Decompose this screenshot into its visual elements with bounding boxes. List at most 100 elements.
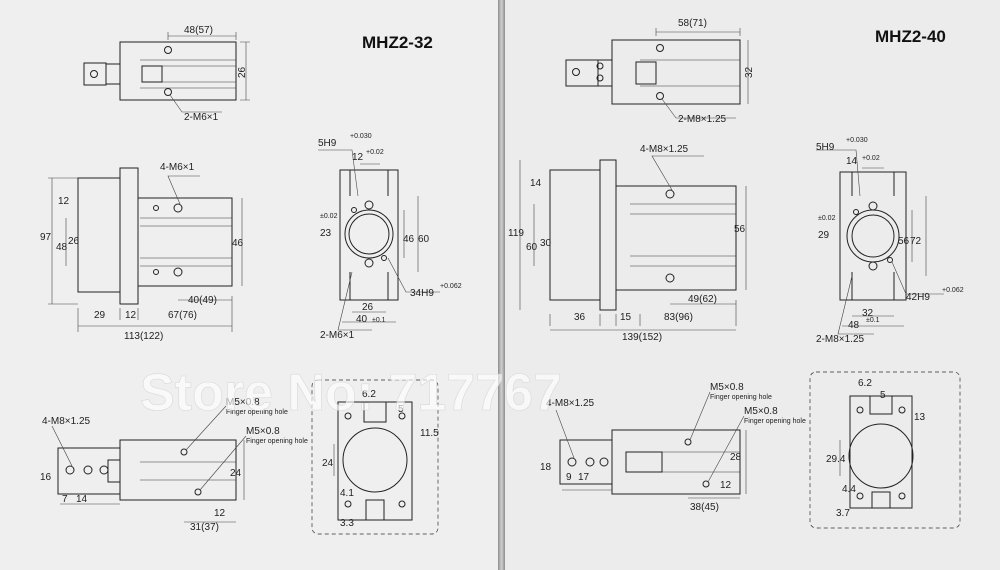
dim-width: 58(71) [678, 18, 707, 29]
model-title: MHZ2-40 [875, 27, 946, 46]
dim-13: 13 [914, 412, 926, 423]
dim-11-5: 11.5 [420, 428, 439, 439]
detail-box: 6.2 5 11.5 24 4.1 3.3 [311, 379, 439, 535]
dim-113: 113(122) [124, 331, 163, 342]
dim-31: 31(37) [190, 522, 219, 533]
dim-12: 12 [214, 508, 226, 519]
port2-label: M5×0.8 [246, 426, 280, 437]
book-gutter [498, 0, 505, 570]
dim-38: 38(45) [690, 502, 719, 513]
bottom-view: 4-M8×1.25 M5×0.8 Finger opening hole M5×… [40, 397, 308, 533]
dim-29-4: 29.4 [826, 454, 846, 465]
side-view: 4-M6×1 97 48 26 12 46 29 12 67(76) 40(49… [40, 162, 244, 342]
bottom-view: 4-M8×1.25 M5×0.8 Finger opening hole M5×… [540, 382, 806, 513]
dim-46: 46 [403, 234, 415, 245]
dim-4-1: 4.1 [340, 488, 354, 499]
port2-note: Finger opening hole [744, 418, 806, 425]
dim-29: 29 [94, 310, 106, 321]
dim-17: 17 [578, 472, 590, 483]
dim-23: 23 [320, 228, 332, 239]
pin-tol: +0.030 [350, 133, 372, 140]
port1-label: M5×0.8 [710, 382, 744, 393]
dim-40: 40(49) [188, 295, 217, 306]
dim-28: 28 [730, 452, 742, 463]
bore-label: 34H9 [410, 288, 434, 299]
dim-12: 12 [58, 196, 70, 207]
pin-label: 5H9 [816, 142, 835, 153]
dim-48: 48 [56, 242, 68, 253]
dim-119: 119 [508, 228, 524, 239]
top-view: 48(57) 26 2-M6×1 [83, 25, 250, 123]
pin-tol: +0.030 [846, 137, 868, 144]
bore-tol: +0.062 [942, 287, 964, 294]
dim-29: 29 [818, 230, 830, 241]
dim-6-2: 6.2 [858, 378, 872, 389]
dim-56: 56 [898, 236, 910, 247]
dim-26: 26 [362, 302, 374, 313]
dim-46: 46 [232, 238, 244, 249]
dim-24: 24 [322, 458, 334, 469]
dim-12: 12 [720, 480, 732, 491]
dim-24: 24 [230, 468, 242, 479]
dim-5: 5 [398, 404, 404, 415]
dim-height: 26 [237, 66, 248, 78]
end-view: 5H9 +0.030 14 +0.02 29 ±0.02 56 72 42H9 … [816, 137, 964, 345]
dim-18: 18 [540, 462, 552, 473]
dim-14-tol: +0.02 [862, 155, 880, 162]
thread-label: 4-M8×1.25 [546, 398, 595, 409]
port2-label: M5×0.8 [744, 406, 778, 417]
port1-label: M5×0.8 [226, 397, 260, 408]
detail-box: 6.2 5 13 29.4 4.4 3.7 [809, 371, 961, 529]
dim-72: 72 [910, 236, 922, 247]
dim-12b: 12 [125, 310, 137, 321]
dim-width: 48(57) [184, 25, 213, 36]
dim-height: 32 [744, 66, 755, 78]
store-watermark: Store No: 717767 [140, 364, 562, 422]
model-title: MHZ2-32 [362, 33, 433, 52]
thread-label: 4-M6×1 [160, 162, 195, 173]
thread-label: 4-M8×1.25 [42, 416, 91, 427]
dim-6-2: 6.2 [362, 389, 376, 400]
dim-60: 60 [418, 234, 430, 245]
thread-label: 4-M8×1.25 [640, 144, 689, 155]
bore-label: 42H9 [906, 292, 930, 303]
dim-139: 139(152) [622, 332, 662, 343]
dim-83: 83(96) [664, 312, 693, 323]
dim-40: 40 [356, 314, 368, 325]
bore-tol: +0.062 [440, 283, 462, 290]
left-page [0, 0, 498, 570]
dim-30: 30 [540, 238, 552, 249]
dim-67: 67(76) [168, 310, 197, 321]
dim-3-7: 3.7 [836, 508, 850, 519]
dim-36: 36 [574, 312, 586, 323]
dim-12-tol: +0.02 [366, 149, 384, 156]
dim-9: 9 [566, 472, 572, 483]
dim-14: 14 [76, 494, 88, 505]
dim-56: 56 [734, 224, 746, 235]
dim-32: 32 [862, 308, 874, 319]
dim-16: 16 [40, 472, 52, 483]
mhz2-40-drawing: MHZ2-40 58(71) 32 2-M8×1.25 4-M8×1.25 11… [508, 18, 964, 529]
port1-note: Finger opening hole [226, 409, 288, 416]
thread-label: 2-M6×1 [320, 330, 355, 341]
dim-40-tol: ±0.1 [372, 317, 386, 324]
top-view: 58(71) 32 2-M8×1.25 [565, 18, 755, 125]
mhz2-32-drawing: MHZ2-32 48(57) 26 2-M6×1 4-M6×1 97 48 26 [40, 25, 462, 535]
dim-23-tol: ±0.02 [320, 213, 338, 220]
dim-3-3: 3.3 [340, 518, 354, 529]
dim-60: 60 [526, 242, 538, 253]
dim-49: 49(62) [688, 294, 717, 305]
thread-label: 2-M8×1.25 [678, 114, 727, 125]
dim-97: 97 [40, 232, 52, 243]
port2-note: Finger opening hole [246, 438, 308, 445]
side-view: 4-M8×1.25 119 60 14 30 56 36 15 83(96) 4… [508, 144, 747, 343]
right-page [505, 0, 1000, 570]
dim-5: 5 [880, 390, 886, 401]
thread-label: 2-M6×1 [184, 112, 219, 123]
dim-4-4: 4.4 [842, 484, 856, 495]
dim-7: 7 [62, 494, 68, 505]
pin-label: 5H9 [318, 138, 337, 149]
end-view: 5H9 +0.030 12 +0.02 23 ±0.02 46 60 34H9 … [318, 133, 462, 341]
